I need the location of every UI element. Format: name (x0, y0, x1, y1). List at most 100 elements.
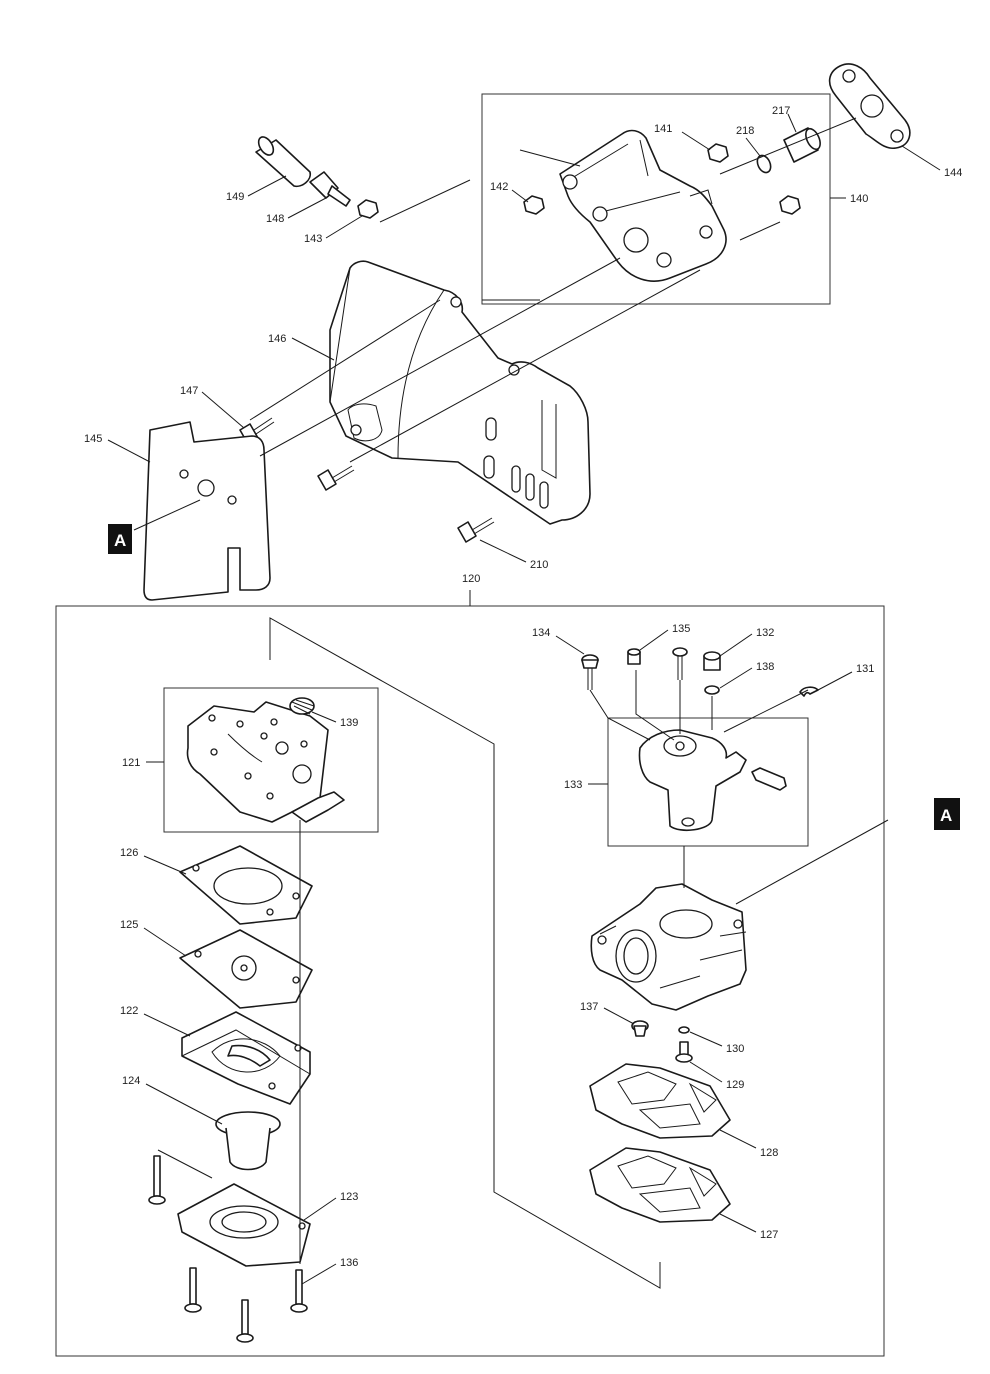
nut-right (779, 195, 801, 215)
svg-text:141: 141 (654, 123, 672, 135)
callout-218: 218 (736, 125, 761, 157)
svg-text:130: 130 (726, 1043, 744, 1055)
group-box-121 (163, 687, 379, 833)
svg-text:124: 124 (122, 1075, 140, 1087)
part-125-diaphragm (179, 929, 313, 1009)
callout-121: 121 (122, 757, 164, 769)
svg-text:144: 144 (944, 167, 962, 179)
callout-127: 127 (719, 1213, 778, 1241)
part-146-plate (329, 260, 591, 525)
guide-lines-upper (249, 117, 857, 463)
guide-frame-lower (269, 617, 661, 1289)
group-box-140 (481, 93, 831, 305)
part-137-plug (631, 1020, 649, 1037)
svg-text:142: 142 (490, 181, 508, 193)
svg-text:126: 126 (120, 847, 138, 859)
callout-129: 129 (689, 1061, 744, 1091)
callout-142: 142 (490, 181, 529, 203)
callout-130: 130 (689, 1031, 744, 1055)
part-139-filter (289, 697, 315, 715)
part-121-cover (186, 701, 345, 823)
svg-text:138: 138 (756, 661, 774, 673)
svg-text:135: 135 (672, 623, 690, 635)
marker-a-right: A (934, 798, 960, 830)
callout-124: 124 (122, 1075, 223, 1125)
callout-125: 125 (120, 919, 187, 957)
svg-text:137: 137 (580, 1001, 598, 1013)
callout-141: 141 (654, 123, 711, 151)
callout-136: 136 (301, 1257, 358, 1285)
part-149-pin (255, 136, 312, 188)
part-123-cover-plate (177, 1183, 311, 1267)
part-143-nut (357, 199, 379, 219)
part-129-needle (675, 1041, 693, 1063)
callout-138: 138 (719, 661, 774, 689)
svg-text:146: 146 (268, 333, 286, 345)
svg-text:148: 148 (266, 213, 284, 225)
svg-text:143: 143 (304, 233, 322, 245)
svg-text:127: 127 (760, 1229, 778, 1241)
callout-147: 147 (180, 385, 245, 429)
screw-center (672, 647, 688, 680)
part-144-gasket (828, 63, 911, 150)
svg-text:129: 129 (726, 1079, 744, 1091)
guide-lines-right (589, 670, 889, 905)
part-135-plug (627, 648, 641, 665)
callout-146: 146 (268, 333, 335, 361)
callout-148: 148 (266, 197, 327, 225)
svg-text:218: 218 (736, 125, 754, 137)
callout-137: 137 (580, 1001, 635, 1025)
svg-text:122: 122 (120, 1005, 138, 1017)
svg-text:134: 134 (532, 627, 550, 639)
callout-144: 144 (901, 145, 962, 179)
callout-134: 134 (532, 627, 585, 655)
screw-mid (317, 465, 355, 491)
svg-text:A: A (940, 806, 952, 825)
part-130-o-ring (678, 1026, 690, 1034)
part-140-bracket (559, 129, 727, 282)
svg-text:140: 140 (850, 193, 868, 205)
callout-133: 133 (564, 779, 608, 791)
svg-text:128: 128 (760, 1147, 778, 1159)
svg-text:A: A (114, 531, 126, 550)
svg-text:217: 217 (772, 105, 790, 117)
part-131-clip (799, 686, 819, 697)
callout-135: 135 (639, 623, 690, 651)
part-217-sleeve (783, 127, 821, 163)
callout-126: 126 (120, 847, 187, 875)
part-127-diaphragm (589, 1147, 731, 1223)
part-142-nut (523, 195, 545, 215)
group-box-133 (607, 717, 809, 847)
part-128-gasket (589, 1063, 731, 1139)
svg-text:136: 136 (340, 1257, 358, 1269)
part-134-screw (581, 654, 599, 690)
part-218-o-ring (756, 154, 772, 174)
callout-139: 139 (311, 711, 358, 729)
svg-text:125: 125 (120, 919, 138, 931)
callout-131: 131 (817, 663, 874, 691)
part-122-pump-body (181, 1011, 311, 1105)
callout-123: 123 (303, 1191, 358, 1221)
svg-text:145: 145 (84, 433, 102, 445)
part-133-throttle-assembly (638, 729, 787, 832)
svg-text:131: 131 (856, 663, 874, 675)
callout-217: 217 (772, 105, 797, 133)
svg-text:147: 147 (180, 385, 198, 397)
callout-128: 128 (719, 1129, 778, 1159)
svg-text:120: 120 (462, 573, 480, 585)
guide-lines-left (157, 820, 301, 1264)
callout-132: 132 (719, 627, 774, 657)
svg-text:123: 123 (340, 1191, 358, 1203)
marker-a-left: A (108, 499, 201, 554)
callout-210: 210 (479, 539, 548, 571)
svg-text:132: 132 (756, 627, 774, 639)
callout-143: 143 (304, 215, 363, 245)
part-145-gasket-plate (143, 421, 271, 601)
callout-140: 140 (830, 193, 868, 205)
part-210-screw (457, 517, 495, 543)
part-141-nut (707, 143, 729, 163)
carburetor-body (590, 883, 747, 1011)
callout-122: 122 (120, 1005, 191, 1037)
svg-text:121: 121 (122, 757, 140, 769)
